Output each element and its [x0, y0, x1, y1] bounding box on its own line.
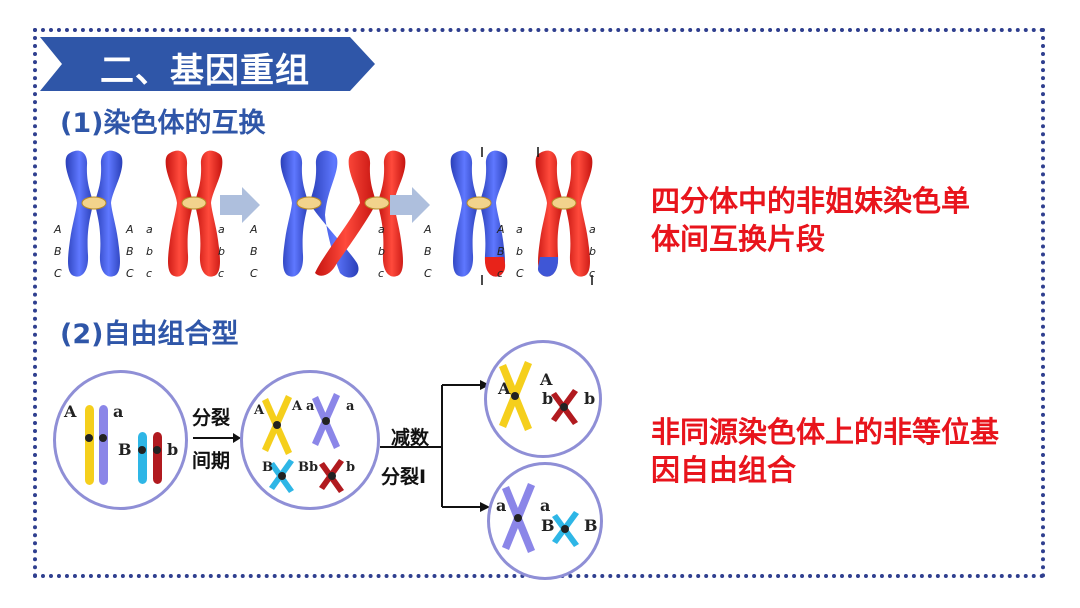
gene-label: b [146, 245, 153, 258]
gene-label: B [424, 245, 432, 258]
gene-label: a [218, 223, 225, 236]
cell-after-interphase [240, 370, 380, 510]
gene-label: b [218, 245, 225, 258]
crossover-diagram [65, 147, 593, 285]
gene-label: B [584, 516, 598, 535]
gene-label: A [126, 223, 134, 236]
gene-label: c [146, 267, 153, 280]
gene-label: C [54, 267, 62, 280]
gene-label: Bb [298, 460, 319, 475]
section-banner: 二、基因重组 [40, 37, 375, 91]
blue-chromosome-1 [65, 150, 123, 277]
gene-label: b [589, 245, 596, 258]
gene-label: b [584, 389, 596, 408]
gene-label: C [250, 267, 258, 280]
gene-label: b [542, 389, 554, 408]
cell-daughter-1 [484, 340, 602, 458]
gene-label: b [516, 245, 523, 258]
bracket-arrows [380, 380, 490, 512]
step-label-interphase: 间期 [192, 450, 231, 472]
gene-label: a [146, 223, 153, 236]
gene-label: B [262, 460, 273, 475]
note-assortment-line1: 非同源染色体上的非等位基 [651, 415, 1000, 449]
gene-label: B [497, 245, 505, 258]
subheading-independent-assortment: (2)自由组合型 [60, 319, 239, 350]
gene-label: A [498, 379, 511, 398]
gene-label: b [346, 460, 356, 475]
arrow-interphase [193, 433, 241, 443]
gene-label: A [292, 399, 303, 414]
gene-label: B [126, 245, 134, 258]
gene-label: A [497, 223, 505, 236]
banner-shape [40, 37, 375, 91]
gene-label: A [64, 402, 77, 421]
cell-daughter-2 [487, 462, 603, 580]
gene-label: a [378, 223, 385, 236]
gene-label: a [113, 402, 124, 421]
gene-label: a [516, 223, 523, 236]
gene-label: A [54, 223, 62, 236]
arrow-1 [220, 187, 260, 223]
crossing-chromosomes [280, 150, 406, 278]
gene-label: C [516, 267, 524, 280]
step-label-meiosis: 减数 [391, 427, 430, 449]
note-crossover-line1: 四分体中的非姐妹染色单 [651, 184, 971, 218]
gene-label: c [218, 267, 225, 280]
gene-label: a [346, 399, 355, 414]
gene-label: a [306, 399, 315, 414]
gene-label: A [424, 223, 432, 236]
gene-label: B [541, 516, 555, 535]
subheading-crossover: (1)染色体的互换 [60, 108, 266, 139]
step-label-meiosis-1: 分裂Ⅰ [381, 466, 427, 488]
gene-label: c [497, 267, 504, 280]
gene-label: B [118, 440, 132, 459]
arrow-2 [390, 187, 430, 223]
gene-label: b [378, 245, 385, 258]
gene-label: C [424, 267, 432, 280]
note-crossover: 四分体中的非姐妹染色单 体间互换片段 [651, 182, 970, 258]
gene-label: c [378, 267, 385, 280]
gene-label: A [540, 370, 553, 389]
gene-label: a [496, 496, 507, 515]
gene-label: a [589, 223, 596, 236]
gene-label: B [54, 245, 62, 258]
section-title: 二、基因重组 [100, 51, 310, 91]
gene-label: C [126, 267, 134, 280]
recombinant-blue-chromosome [450, 147, 508, 285]
gene-label: B [250, 245, 258, 258]
gene-label: A [250, 223, 258, 236]
note-assortment: 非同源染色体上的非等位基 因自由组合 [651, 413, 999, 489]
gene-label: a [540, 496, 551, 515]
gene-label: c [589, 267, 596, 280]
red-chromosome-1 [165, 150, 223, 277]
gene-label: A [254, 403, 265, 418]
note-crossover-line2: 体间互换片段 [651, 222, 826, 256]
cell-before-interphase [53, 370, 188, 510]
recombinant-red-chromosome [535, 147, 593, 285]
gene-label: b [167, 440, 179, 459]
step-label-division: 分裂 [192, 407, 231, 429]
note-assortment-line2: 因自由组合 [651, 453, 797, 487]
